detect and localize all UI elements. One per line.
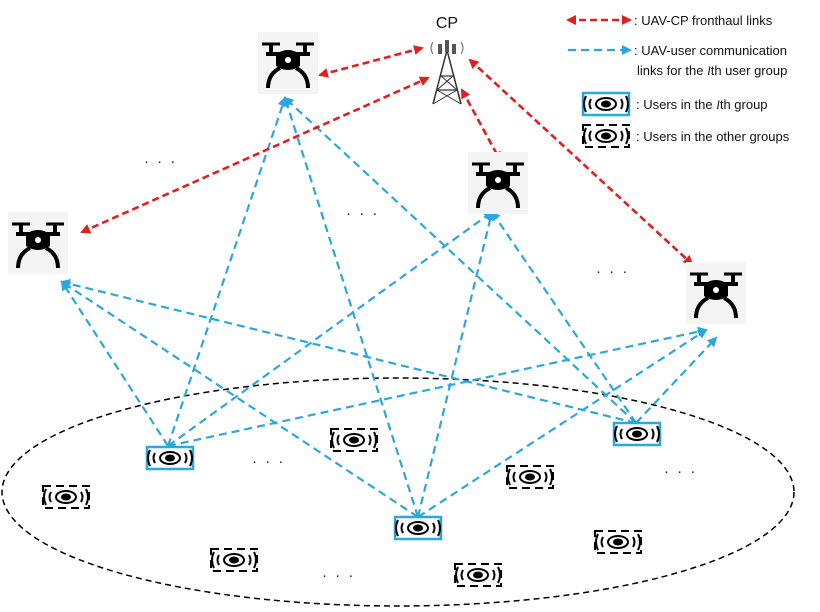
comm-link — [60, 280, 419, 518]
group-user-icon — [147, 447, 193, 469]
legend-comm-label: : UAV-user communication — [634, 43, 787, 58]
cp-tower-icon — [430, 40, 464, 105]
other-user-icon — [331, 429, 377, 451]
ellipsis: · · · — [322, 567, 355, 584]
cp-label: CP — [436, 15, 458, 32]
fronthaul-link — [80, 76, 430, 234]
comm-link — [60, 279, 637, 425]
drone-icon — [684, 260, 748, 326]
other-user-icon — [507, 466, 553, 488]
legend-fronthaul-label: : UAV-CP fronthaul links — [634, 13, 773, 28]
comm-link — [60, 280, 169, 447]
fronthaul-link — [460, 88, 502, 162]
legend-comm-label-2: links for the lth user group — [637, 63, 787, 78]
ellipsis: · · · — [664, 463, 697, 480]
comm-link — [167, 210, 494, 447]
group-user-icon — [614, 423, 660, 445]
other-user-icon — [211, 549, 257, 571]
drone-icon — [466, 150, 530, 216]
user-area-boundary — [1, 377, 795, 607]
fronthaul-link — [468, 58, 694, 266]
comm-link — [167, 326, 708, 448]
comm-link — [416, 210, 495, 518]
comm-link — [490, 210, 637, 424]
drone-icon — [6, 210, 70, 276]
group-user-icon — [395, 517, 441, 539]
other-user-icon — [455, 564, 501, 586]
comm-link — [635, 336, 718, 424]
fronthaul-links — [80, 45, 694, 266]
other-user-icon — [595, 531, 641, 553]
legend: : UAV-CP fronthaul links : UAV-user comm… — [566, 13, 790, 147]
ellipsis: · · · — [252, 453, 285, 470]
comm-link — [282, 96, 420, 518]
other-user-icon — [43, 486, 89, 508]
legend-other-user-label: : Users in the other groups — [636, 129, 790, 144]
ellipsis: · · · — [596, 263, 629, 280]
comm-link — [283, 96, 637, 424]
comm-link — [417, 328, 708, 518]
legend-group-user-label: : Users in the lth group — [636, 97, 768, 112]
fronthaul-link — [318, 45, 424, 78]
ellipsis: · · · — [144, 153, 177, 170]
ellipsis: · · · — [346, 205, 379, 222]
legend-other-user-swatch — [583, 125, 629, 147]
drone-icon — [256, 30, 320, 96]
legend-group-user-swatch — [583, 93, 629, 115]
